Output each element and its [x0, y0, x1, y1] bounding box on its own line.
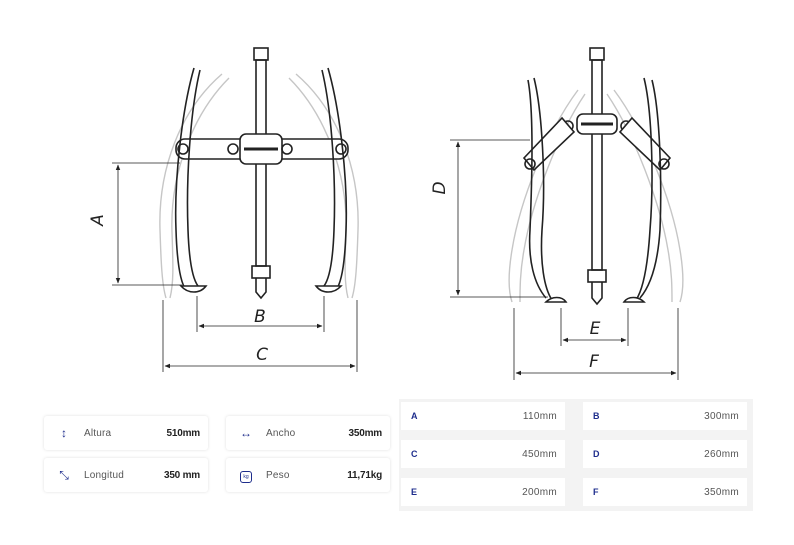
spec-value: 11,71kg	[347, 469, 382, 481]
left-dimension-lines	[112, 162, 358, 372]
spec-label: Peso	[266, 469, 290, 481]
spec-value: 510mm	[166, 427, 201, 439]
spec-card-length: ⤡ Longitud 350 mm	[44, 458, 208, 492]
dimension-key: B	[593, 411, 600, 421]
dimension-value: 110mm	[522, 410, 557, 422]
dimension-key: D	[593, 449, 600, 459]
dimension-row-c: C 450mm	[401, 440, 565, 468]
dimension-key: F	[593, 487, 599, 497]
spec-card-height: ↕ Altura 510mm	[44, 416, 208, 450]
dimension-key: E	[411, 487, 418, 497]
dimension-label-c: C	[256, 345, 268, 365]
dimension-label-f: F	[589, 352, 599, 372]
spec-value: 350mm	[348, 427, 383, 439]
dimension-row-e: E 200mm	[401, 478, 565, 506]
technical-drawing: A B C	[88, 47, 684, 380]
dimension-label-b: B	[254, 307, 266, 327]
puller-open-view	[508, 47, 684, 306]
spec-label: Ancho	[266, 427, 296, 439]
dimension-label-a: A	[88, 214, 108, 227]
dimension-key: A	[411, 411, 418, 421]
width-arrows-icon: ↔	[240, 426, 252, 440]
dimension-value: 350mm	[704, 486, 739, 498]
spec-label: Altura	[84, 427, 112, 439]
length-arrows-icon: ⤡	[59, 467, 69, 482]
spec-value: 350 mm	[163, 469, 200, 481]
spec-label: Longitud	[84, 469, 124, 481]
right-dimension-lines	[450, 139, 679, 380]
dimension-row-a: A 110mm	[401, 402, 565, 430]
dimension-value: 260mm	[704, 448, 739, 460]
dimension-value: 450mm	[522, 448, 557, 460]
dimension-value: 300mm	[704, 410, 739, 422]
spec-card-weight: kg Peso 11,71kg	[226, 458, 390, 492]
weight-scale-icon: kg	[238, 467, 254, 483]
height-arrows-icon: ↕	[61, 426, 67, 440]
dimensions-table: A 110mm B 300mm C 450mm D 260mm E 200mm …	[399, 399, 753, 511]
dimension-row-d: D 260mm	[583, 440, 747, 468]
dimension-label-e: E	[590, 319, 601, 339]
puller-closed-view	[159, 47, 359, 300]
dimension-key: C	[411, 449, 418, 459]
dimension-row-b: B 300mm	[583, 402, 747, 430]
dimension-row-f: F 350mm	[583, 478, 747, 506]
dimension-label-d: D	[430, 181, 450, 194]
spec-card-width: ↔ Ancho 350mm	[226, 416, 390, 450]
dimension-value: 200mm	[522, 486, 557, 498]
